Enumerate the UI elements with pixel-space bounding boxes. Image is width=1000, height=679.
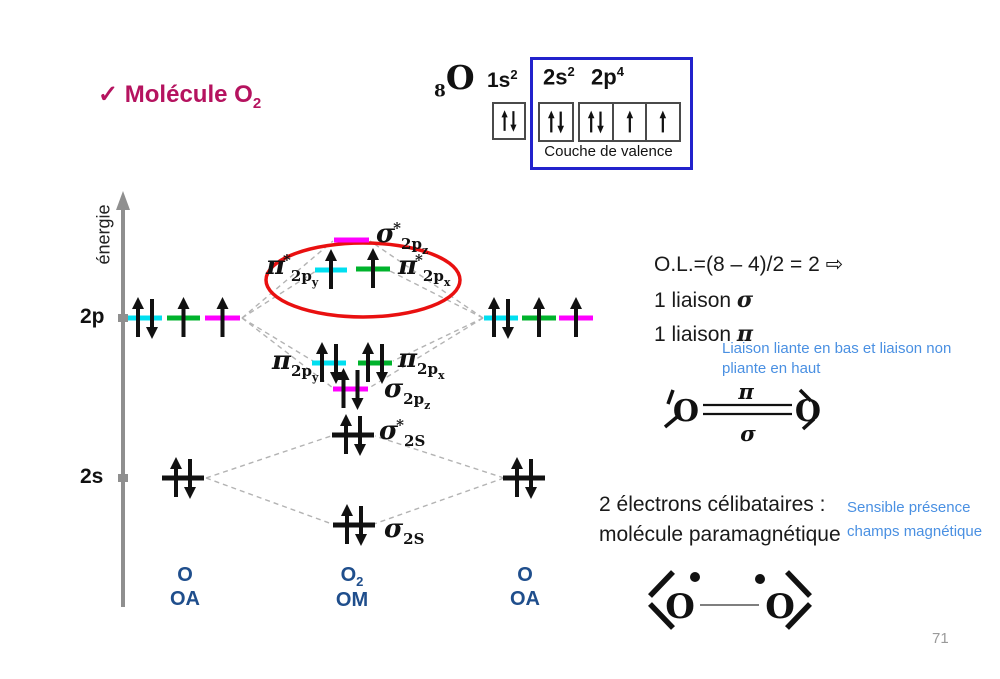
slide-title: ✓ Molécule O2 [98, 80, 261, 112]
lewis2-lone-pairs [648, 570, 812, 630]
energy-axis [116, 191, 130, 607]
energy-axis-label: énergie [93, 204, 114, 265]
col-right-atom: O [517, 564, 533, 586]
shell-1s-base: 1s [487, 69, 511, 92]
mo-levels [128, 237, 593, 546]
column-label-left-oa: O OA [157, 564, 213, 611]
checkmark-icon: ✓ [98, 81, 119, 108]
lewis-structure-double-bond: O O π σ [663, 379, 821, 446]
orbital-box-2s [538, 102, 574, 142]
shell-1s-sup: 2 [510, 67, 518, 82]
liaison-pi-symbol: π [736, 321, 753, 347]
col-center-atom-sub: 2 [356, 574, 364, 589]
element-letter: O [445, 58, 475, 97]
col-left-type: OA [170, 587, 200, 610]
bond-order-line: O.L.=(8 – 4)/2 = 2 ⇨ [654, 253, 844, 276]
radical-electron-left [690, 572, 700, 582]
energy-axis-arrowhead [116, 191, 130, 210]
tick-2s [118, 474, 128, 482]
orbital-box-1s [492, 102, 526, 140]
electrons-line2: molécule paramagnétique [599, 523, 841, 546]
element-symbol: 8O [434, 58, 475, 102]
lewis1-lone-pairs [663, 388, 816, 431]
orbital-box-1s-arrows [501, 110, 517, 132]
shell-2p-sup: 4 [616, 64, 624, 79]
orbital-box-2s-arrows [548, 110, 564, 134]
col-right-type: OA [510, 587, 540, 610]
col-left-atom: O [177, 564, 193, 586]
tick-2p [118, 314, 128, 322]
slide-title-sub: 2 [252, 94, 262, 112]
shell-2s-sup: 2 [567, 64, 575, 79]
column-label-center-om: O2 OM [324, 564, 380, 613]
label-pi-star-2px: π*2px [398, 251, 451, 289]
liaison-sigma-line: 1 liaison σ [654, 287, 753, 313]
page-number: 71 [932, 630, 949, 647]
orbital-box-2p3-arrows [645, 104, 667, 140]
shell-2s-base: 2s [543, 64, 568, 90]
level-label-2p: 2p [80, 305, 105, 328]
lewis2-left-atom: O [665, 587, 695, 627]
shell-2p-base: 2p [591, 64, 617, 90]
radical-electron-right [755, 574, 765, 584]
column-label-right-oa: O OA [497, 564, 553, 611]
liaison-pi-text: 1 liaison [654, 323, 737, 346]
note-magnetic-line2: champs magnétique [847, 523, 983, 540]
liaison-pi-line: 1 liaison π [654, 321, 753, 347]
label-pi-2px: π2px [398, 344, 445, 382]
shell-2s: 2s2 [543, 64, 575, 90]
col-center-type: OM [335, 589, 369, 612]
label-pi-2py: π2py [272, 346, 319, 384]
valence-box [530, 57, 693, 170]
shell-2p: 2p4 [591, 64, 624, 90]
note-magnetic-line1: Sensible présence [847, 499, 971, 516]
pi-bond-label: π [737, 379, 754, 404]
liaison-sigma-text: 1 liaison [654, 289, 737, 312]
level-label-2s: 2s [80, 465, 104, 488]
label-sigma-star-2pz: σ*2pz [376, 219, 429, 257]
label-sigma-2pz: σ2pz [384, 374, 431, 412]
element-z: 8 [434, 81, 446, 102]
col-center-atom: O [340, 564, 357, 586]
orbital-box-2p1-arrows [587, 110, 604, 134]
highlight-ellipse [264, 241, 462, 319]
orbital-box-2p2-arrows [611, 104, 633, 140]
lewis1-left-atom: O [673, 394, 699, 429]
correlation-lines [205, 240, 505, 525]
slide-title-text: Molécule O [124, 81, 253, 108]
sigma-bond-label: σ [740, 421, 756, 446]
label-pi-star-2py: π*2py [266, 251, 319, 289]
note-liaison: Liaison liante en bas et liaison non pli… [722, 340, 952, 377]
valence-label: Couche de valence [544, 143, 673, 160]
orbital-box-2p [578, 102, 681, 142]
liaison-sigma-symbol: σ [736, 287, 754, 313]
lewis-structure-radical: O O [648, 570, 812, 630]
lewis2-right-atom: O [765, 587, 795, 627]
shell-1s: 1s2 [487, 67, 518, 93]
label-sigma-2s: σ2S [384, 514, 425, 548]
electrons-line1: 2 électrons célibataires : [599, 493, 826, 516]
label-sigma-star-2s: σ*2S [379, 416, 426, 450]
